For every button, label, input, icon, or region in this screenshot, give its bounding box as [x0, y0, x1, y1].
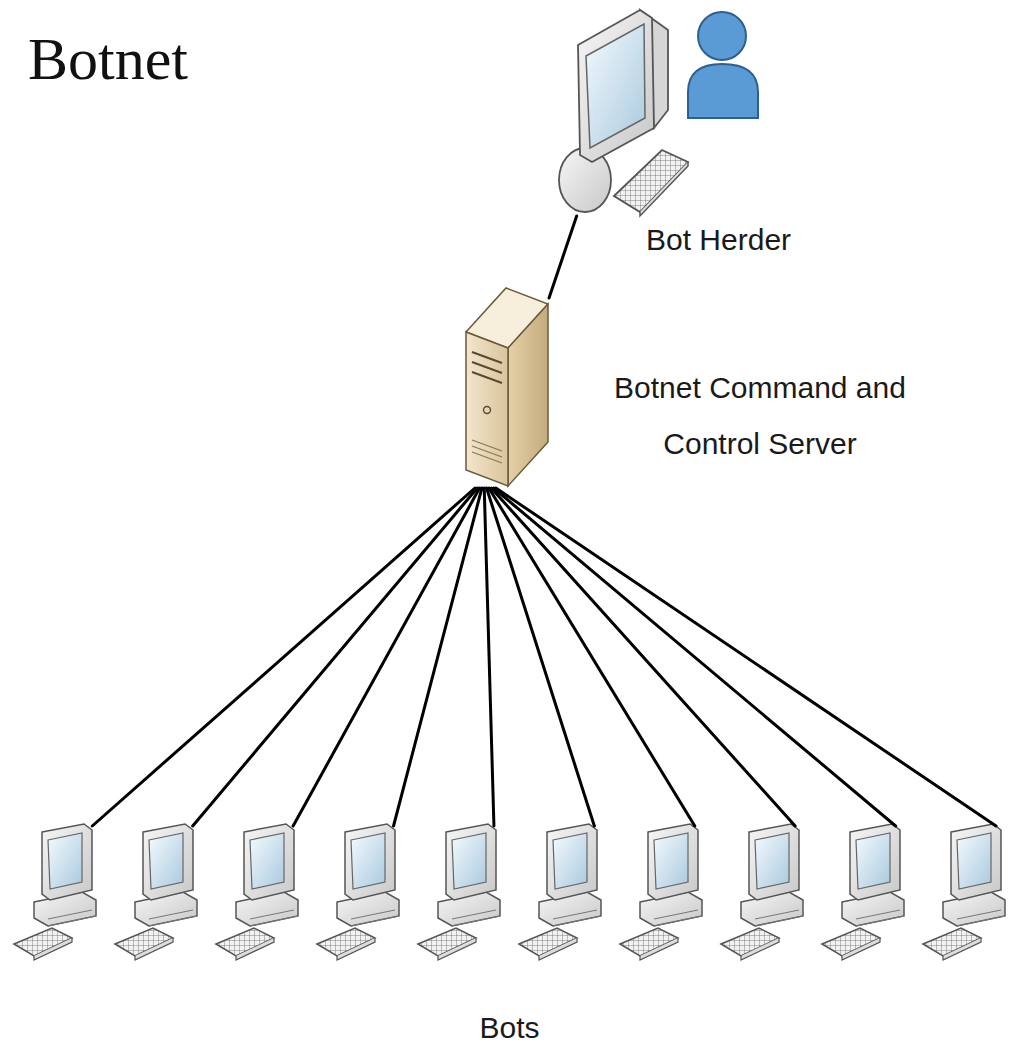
command-control-server: Botnet Command and Control Server — [462, 298, 554, 488]
person-icon — [688, 12, 758, 118]
bot-computers — [14, 824, 1005, 960]
network-link — [193, 488, 478, 826]
diagram-title: Botnet — [28, 26, 188, 92]
node-label: Bot Herder — [646, 222, 791, 258]
bot-herder: Bot Herder — [558, 4, 763, 216]
herder-computer — [559, 10, 688, 216]
network-link — [394, 488, 482, 826]
network-link — [489, 488, 695, 826]
network-link — [92, 488, 475, 826]
network-link — [496, 488, 996, 826]
node-label: Botnet Command and Control Server — [600, 360, 920, 471]
network-link — [494, 488, 896, 826]
server-icon — [466, 288, 548, 486]
node-label: Bots — [8, 1010, 1011, 1046]
network-link — [293, 488, 479, 826]
network-link — [549, 216, 577, 298]
bots-group: Bots — [8, 826, 1011, 972]
network-link — [491, 488, 795, 826]
network-link — [487, 488, 595, 826]
network-link — [484, 488, 494, 826]
